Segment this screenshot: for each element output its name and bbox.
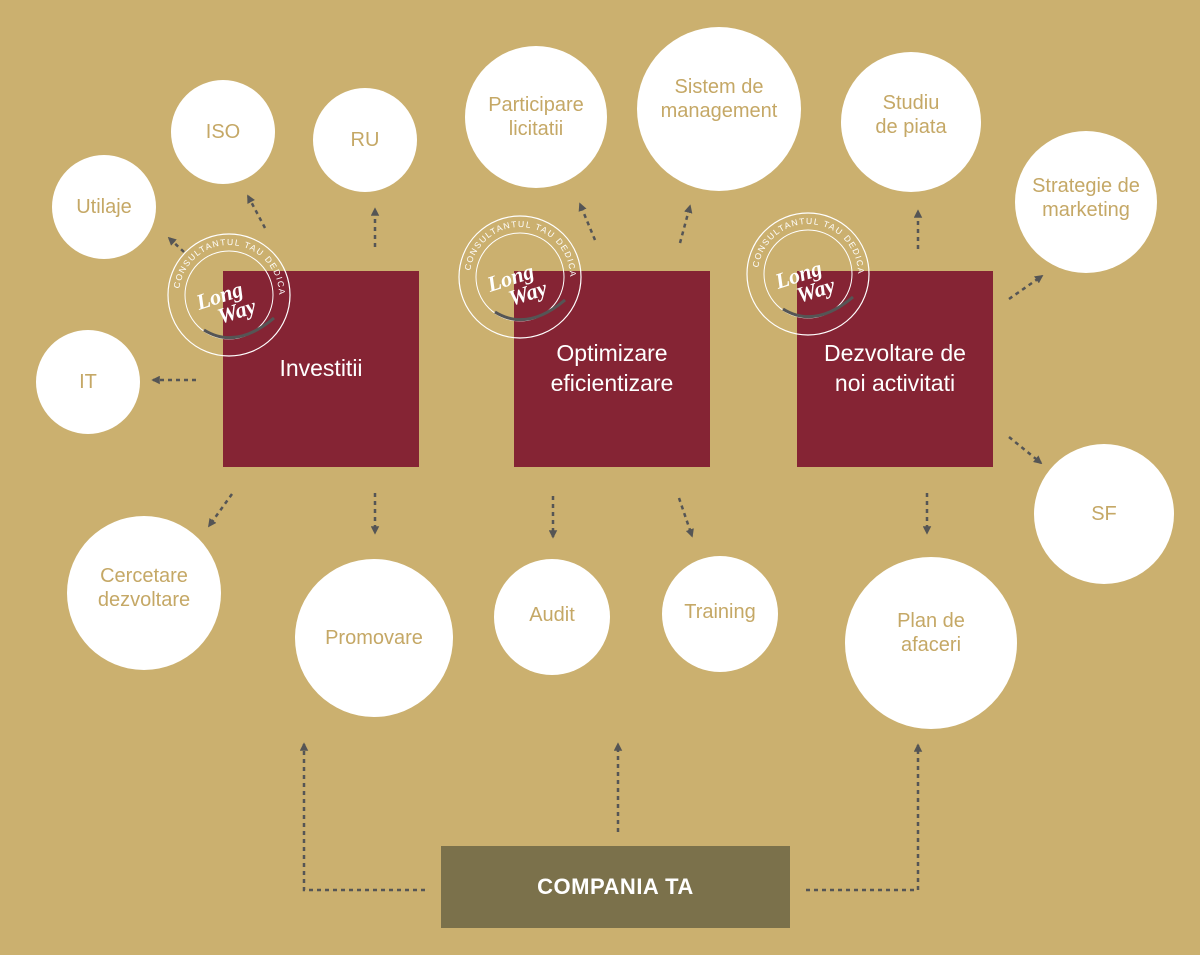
arrow-company-to-plan	[806, 743, 923, 892]
circle-utilaje: Utilaje	[52, 155, 156, 259]
arrow-to-utilaje	[167, 236, 185, 253]
circle-studiu: Studiu de piata	[841, 52, 981, 192]
circle-ru: RU	[313, 88, 417, 192]
box-investitii: Investitii	[223, 271, 419, 467]
longway-seal-logo: CONSULTANTUL TAU DEDICAT Long Way	[457, 214, 582, 339]
circle-plan: Plan de afaceri	[845, 557, 1017, 729]
circle-it: IT	[36, 330, 140, 434]
circle-sf: SF	[1034, 444, 1174, 584]
box-optimizare: Optimizare eficientizare	[514, 271, 710, 467]
circle-strategie: Strategie de marketing	[1015, 131, 1157, 273]
arrow-company-to-promovare	[299, 742, 425, 892]
longway-seal-logo: CONSULTANTUL TAU DEDICAT Long Way	[745, 211, 870, 336]
circle-training: Training	[662, 556, 778, 672]
longway-seal-logo: CONSULTANTUL TAU DEDICAT Long Way	[166, 232, 291, 357]
circle-cercetare: Cercetare dezvoltare	[67, 516, 221, 670]
circle-participare: Participare licitatii	[465, 46, 607, 188]
box-dezvoltare: Dezvoltare de noi activitati	[797, 271, 993, 467]
arrow-to-sistem	[678, 204, 693, 244]
company-box: COMPANIA TA	[441, 846, 790, 928]
arrow-to-sf	[1008, 436, 1043, 465]
circle-promovare: Promovare	[295, 559, 453, 717]
circle-iso: ISO	[171, 80, 275, 184]
arrow-to-participare	[578, 202, 597, 241]
arrow-to-cercetare	[207, 493, 234, 528]
arrow-to-training	[677, 497, 694, 538]
arrow-to-strategie	[1008, 274, 1044, 301]
circle-audit: Audit	[494, 559, 610, 675]
arrow-to-iso	[246, 194, 267, 229]
circle-sistem: Sistem de management	[637, 27, 801, 191]
